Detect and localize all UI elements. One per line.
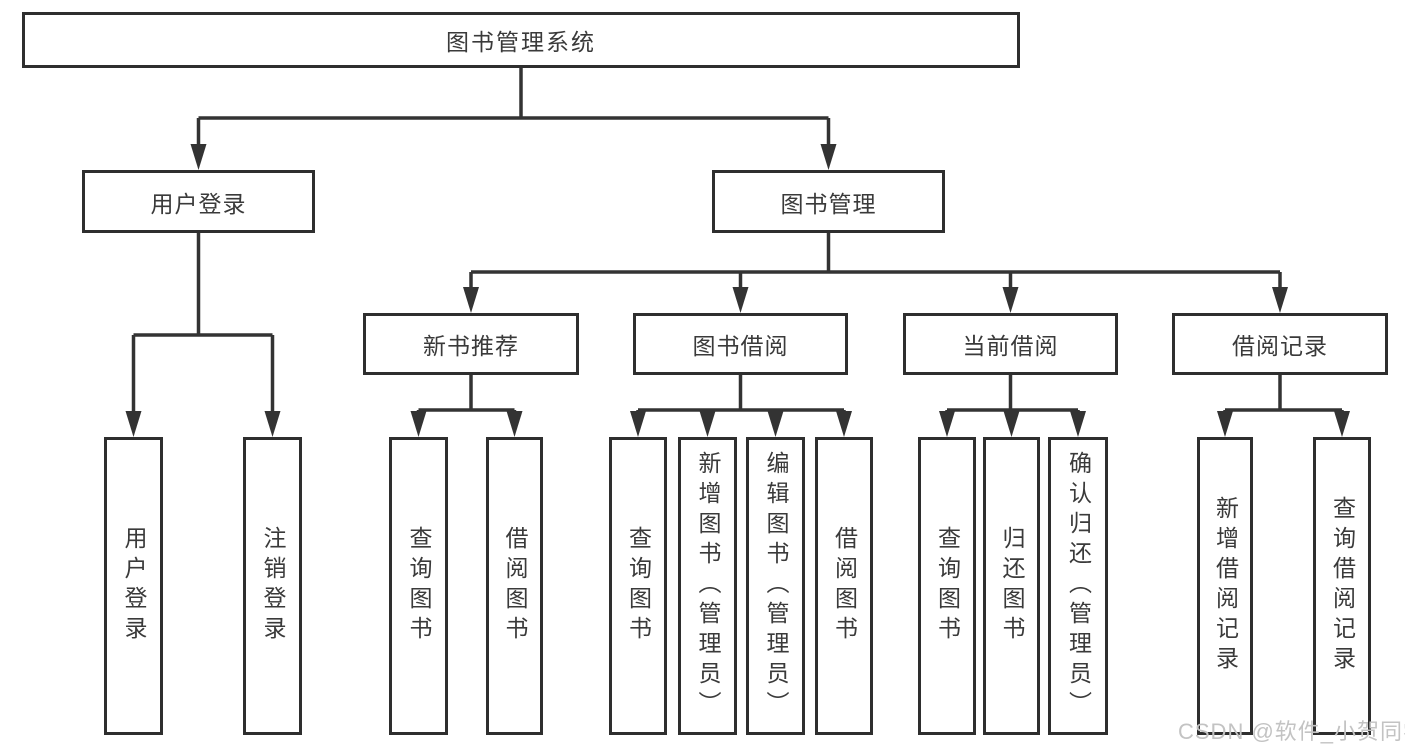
arrowhead <box>820 144 837 170</box>
node-book-borrow: 图书借阅 <box>633 313 848 375</box>
node-bor-borrow-book: 借阅图书 <box>815 437 873 735</box>
node-cur-return-book-label: 归还图书 <box>999 526 1025 646</box>
node-bor-edit-book-label: 编辑图书（管理员） <box>763 451 789 721</box>
arrowhead <box>1334 411 1350 437</box>
node-borrow-records-label: 借阅记录 <box>1232 333 1328 359</box>
node-current-borrow-label: 当前借阅 <box>962 333 1059 359</box>
arrowhead <box>410 411 427 437</box>
node-borrow-records: 借阅记录 <box>1172 313 1388 375</box>
node-bor-borrow-book-label: 借阅图书 <box>831 526 858 646</box>
connector-current-borrow-to-children <box>939 375 1086 437</box>
arrowhead <box>125 411 142 437</box>
node-cur-query-book: 查询图书 <box>918 437 976 735</box>
node-rec-query-book: 查询图书 <box>389 437 448 735</box>
node-bor-add-book-label: 新增图书（管理员） <box>695 451 721 721</box>
node-recs-add-record-label: 新增借阅记录 <box>1212 496 1239 676</box>
arrowhead <box>939 411 955 437</box>
node-cur-return-book: 归还图书 <box>983 437 1040 735</box>
node-bor-add-book: 新增图书（管理员） <box>678 437 737 735</box>
node-cur-confirm-return: 确认归还（管理员） <box>1048 437 1108 735</box>
connector-user-login-to-children <box>125 233 281 437</box>
node-user-login: 用户登录 <box>82 170 315 233</box>
arrowhead <box>264 411 281 437</box>
node-root-label: 图书管理系统 <box>446 29 596 55</box>
node-logout: 注销登录 <box>243 437 302 735</box>
node-logout-label: 注销登录 <box>260 526 286 646</box>
node-rec-borrow-book: 借阅图书 <box>486 437 543 735</box>
arrowhead <box>190 144 207 170</box>
arrowhead <box>1217 411 1233 437</box>
connector-book-borrow-to-children <box>630 375 852 437</box>
arrowhead <box>732 287 749 313</box>
arrowhead <box>836 411 852 437</box>
node-recs-query-record-label: 查询借阅记录 <box>1329 496 1356 676</box>
node-new-book-rec: 新书推荐 <box>363 313 579 375</box>
node-rec-borrow-book-label: 借阅图书 <box>502 526 528 646</box>
node-book-mgmt-label: 图书管理 <box>780 190 877 217</box>
arrowhead <box>1272 287 1288 313</box>
node-login: 用户登录 <box>104 437 163 735</box>
node-recs-add-record: 新增借阅记录 <box>1197 437 1253 735</box>
connector-new-book-rec-to-children <box>410 375 523 437</box>
connector-borrow-records-to-children <box>1217 375 1350 437</box>
node-cur-query-book-label: 查询图书 <box>934 526 961 646</box>
node-book-mgmt: 图书管理 <box>712 170 945 233</box>
csdn-watermark: CSDN @软件_小贺同学 <box>1178 719 1405 744</box>
node-new-book-rec-label: 新书推荐 <box>423 333 519 359</box>
node-book-borrow-label: 图书借阅 <box>692 333 789 359</box>
arrowhead <box>1003 411 1020 437</box>
connector-book-mgmt-to-level3 <box>463 233 1288 313</box>
connector-root-to-level2 <box>190 68 837 170</box>
node-user-login-label: 用户登录 <box>150 190 247 217</box>
arrowhead <box>767 411 784 437</box>
node-bor-edit-book: 编辑图书（管理员） <box>746 437 805 735</box>
node-root: 图书管理系统 <box>22 12 1020 68</box>
node-bor-query-book-label: 查询图书 <box>625 526 652 646</box>
node-rec-query-book-label: 查询图书 <box>406 526 432 646</box>
arrowhead <box>630 411 646 437</box>
arrowhead <box>1070 411 1086 437</box>
arrowhead <box>506 411 523 437</box>
node-current-borrow: 当前借阅 <box>903 313 1118 375</box>
node-bor-query-book: 查询图书 <box>609 437 667 735</box>
arrowhead <box>699 411 716 437</box>
node-recs-query-record: 查询借阅记录 <box>1313 437 1371 735</box>
arrowhead <box>1002 287 1019 313</box>
node-cur-confirm-return-label: 确认归还（管理员） <box>1065 451 1092 721</box>
node-login-label: 用户登录 <box>121 526 147 646</box>
arrowhead <box>463 287 479 313</box>
